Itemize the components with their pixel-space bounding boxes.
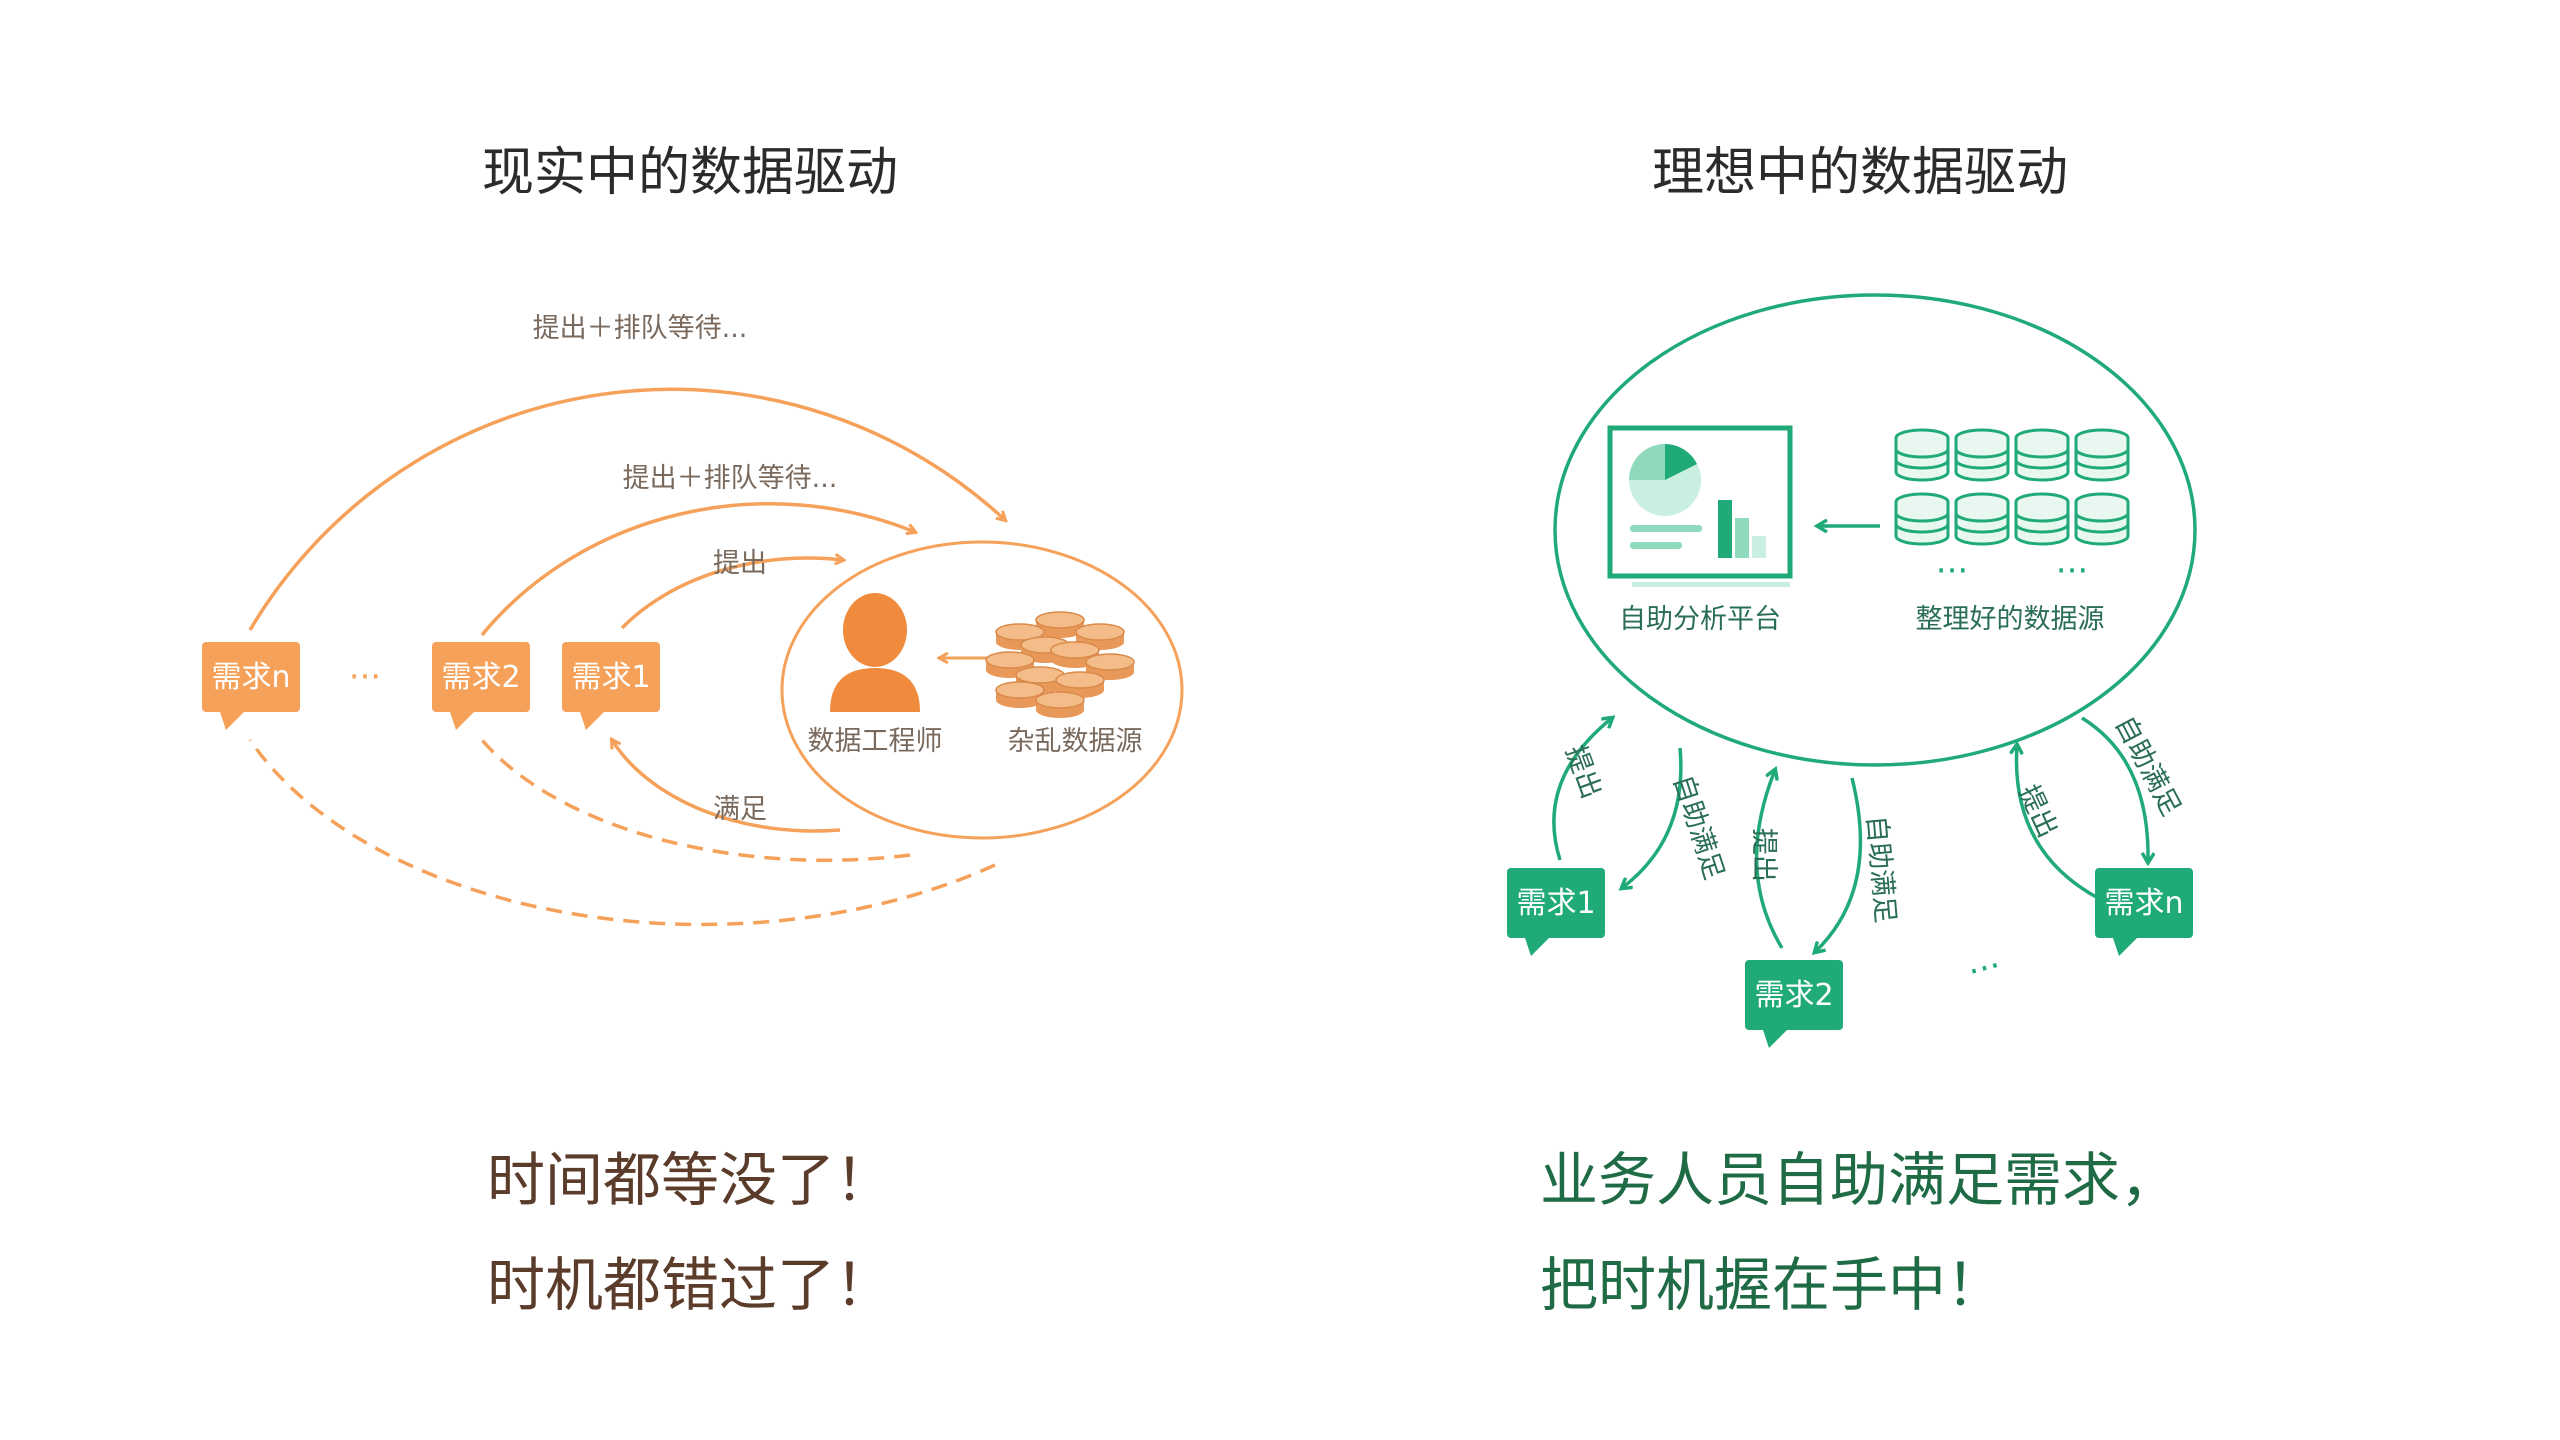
dashboard-icon xyxy=(1607,425,1793,587)
bubble-green-request-n: 需求n xyxy=(2095,868,2193,956)
platform-label: 自助分析平台 xyxy=(1619,604,1781,635)
source-label: 杂乱数据源 xyxy=(1008,726,1143,757)
inner-return-label: 满足 xyxy=(713,794,767,825)
inner-return-arc xyxy=(612,740,841,833)
right-caption-line2: 把时机握在手中！ xyxy=(1540,1251,2004,1319)
bubble-request-2: 需求2 xyxy=(432,642,530,730)
svg-text:自助满足: 自助满足 xyxy=(2108,711,2186,821)
engineer-icon xyxy=(830,593,920,712)
bubble-request-n: 需求n xyxy=(202,642,300,730)
svg-text:提出: 提出 xyxy=(1748,828,1779,882)
inner-request-arc xyxy=(620,558,843,630)
bn-down-arrow xyxy=(2081,716,2148,862)
sources-dots-right: ··· xyxy=(2056,551,2088,591)
right-title: 理想中的数据驱动 xyxy=(1652,143,2068,203)
outer-request-arc xyxy=(248,387,1005,631)
middle-request-arc xyxy=(480,502,915,637)
left-ellipsis: ··· xyxy=(349,657,381,697)
sources-dots-left: ··· xyxy=(1936,551,1968,591)
svg-text:自助满足: 自助满足 xyxy=(1667,771,1730,883)
sources-label: 整理好的数据源 xyxy=(1916,604,2105,635)
b2-up-arrow xyxy=(1754,770,1784,949)
middle-return-arc xyxy=(480,738,911,862)
left-caption-line1: 时间都等没了！ xyxy=(487,1146,893,1214)
b2-up-label: 提出 xyxy=(1748,828,1779,882)
bubble-request-1: 需求1 xyxy=(562,642,660,730)
outer-return-arc xyxy=(248,739,996,927)
bn-up-label: 提出 xyxy=(2012,780,2063,842)
b1-down-label: 自助满足 xyxy=(1667,771,1730,883)
right-panel: 理想中的数据驱动 自助分析平台 ··· ··· xyxy=(1507,143,2197,1319)
b2-down-arrow xyxy=(1815,777,1863,952)
b2-down-label: 自助满足 xyxy=(1860,814,1900,924)
inner-arc-label: 提出 xyxy=(713,548,767,579)
svg-text:需求2: 需求2 xyxy=(441,660,520,695)
bn-up-arrow xyxy=(2016,745,2099,900)
left-title: 现实中的数据驱动 xyxy=(482,143,898,203)
svg-text:需求1: 需求1 xyxy=(571,660,650,695)
outer-arc-label: 提出＋排队等待... xyxy=(533,313,748,344)
right-bubbles-ellipsis: ··· xyxy=(1964,946,2006,993)
bubble-green-request-1: 需求1 xyxy=(1507,868,1605,956)
left-panel: 现实中的数据驱动 提出＋排队等待... 提出＋排队等待... 提出 满足 数据工… xyxy=(202,143,1184,1319)
svg-text:需求1: 需求1 xyxy=(1516,886,1595,921)
svg-text:自助满足: 自助满足 xyxy=(1860,814,1900,924)
left-caption-line2: 时机都错过了！ xyxy=(487,1251,893,1319)
platform-circle xyxy=(1553,293,2197,767)
bn-down-label: 自助满足 xyxy=(2108,711,2186,821)
engineer-label: 数据工程师 xyxy=(808,726,943,757)
b1-down-arrow xyxy=(1622,747,1683,888)
b1-up-arrow xyxy=(1552,718,1612,861)
svg-text:需求n: 需求n xyxy=(211,660,290,695)
bubble-green-request-2: 需求2 xyxy=(1745,960,1843,1048)
svg-text:需求n: 需求n xyxy=(2104,886,2183,921)
right-caption-line1: 业务人员自助满足需求， xyxy=(1540,1146,2178,1214)
svg-text:需求2: 需求2 xyxy=(1754,978,1833,1013)
svg-text:提出: 提出 xyxy=(2012,780,2063,842)
middle-arc-label: 提出＋排队等待... xyxy=(623,463,838,494)
